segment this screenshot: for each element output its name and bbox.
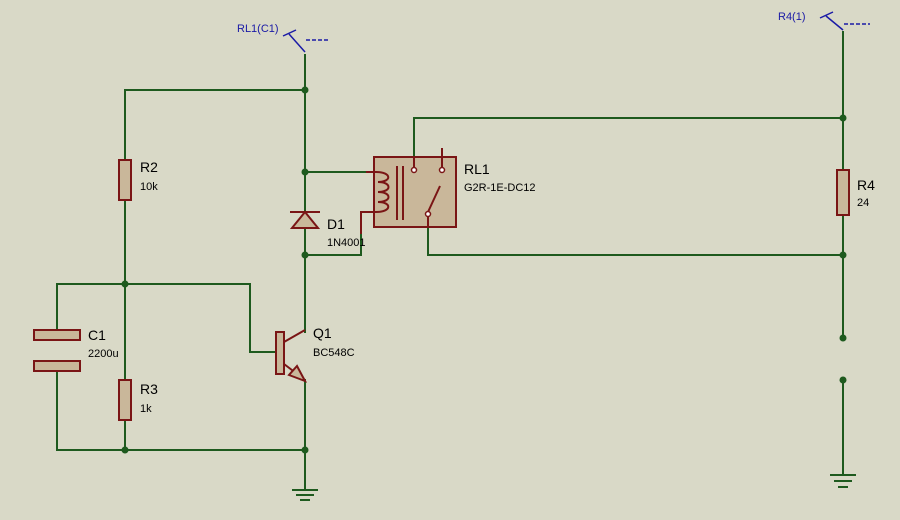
r2-ref: R2 [140, 159, 158, 175]
relay-rl1[interactable]: RL1 G2R-1E-DC12 [360, 148, 536, 234]
transistor-q1[interactable]: Q1 BC548C [275, 325, 355, 383]
q1-ref: Q1 [313, 325, 332, 341]
capacitor-c1[interactable]: C1 2200u [33, 327, 119, 372]
c1-value: 2200u [88, 348, 119, 360]
resistor-r2[interactable]: R2 10k [118, 159, 158, 201]
net-label-rl1: RL1(C1) [237, 23, 279, 35]
resistor-r4[interactable]: R4 24 [836, 169, 875, 216]
ground-icon [292, 489, 318, 501]
r3-value: 1k [140, 403, 152, 415]
r4-value: 24 [857, 197, 869, 209]
q1-value: BC548C [313, 347, 355, 359]
resistor-r3[interactable]: R3 1k [118, 379, 158, 421]
c1-ref: C1 [88, 327, 106, 343]
rl1-value: G2R-1E-DC12 [464, 182, 536, 194]
r3-ref: R3 [140, 381, 158, 397]
r2-value: 10k [140, 181, 158, 193]
r4-ref: R4 [857, 177, 875, 193]
junction-dots [121, 86, 847, 454]
net-terminal-rl1[interactable]: RL1(C1) [237, 23, 330, 53]
diode-d1[interactable]: D1 1N4001 [289, 210, 366, 249]
d1-value: 1N4001 [327, 237, 366, 249]
net-label-r4: R4(1) [778, 11, 806, 23]
ground-icon [830, 474, 856, 488]
d1-ref: D1 [327, 216, 345, 232]
net-terminal-r4[interactable]: R4(1) [778, 11, 870, 31]
wires [56, 31, 844, 491]
rl1-ref: RL1 [464, 161, 490, 177]
